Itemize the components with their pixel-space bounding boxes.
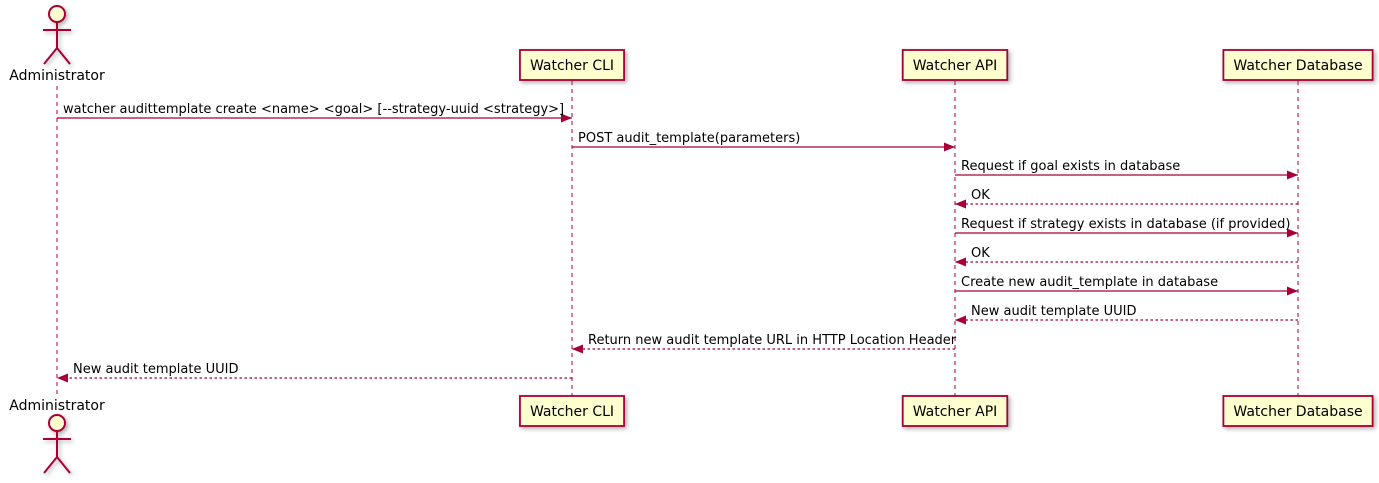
participant-label-watcher-cli-top: Watcher CLI [530,58,614,74]
actor-leg-right [56,47,71,65]
message-label-9: New audit template UUID [73,362,238,377]
message-label-7: New audit template UUID [971,304,1136,319]
actor-head [48,5,66,23]
participant-box-watcher-cli-top [519,49,625,81]
message-arrowhead-1 [944,142,955,152]
participant-box-watcher-database-top [1222,49,1374,81]
message-label-2: Request if goal exists in database [961,159,1180,174]
message-arrowhead-6 [1287,286,1298,296]
message-label-6: Create new audit_template in database [961,275,1218,290]
participant-box-watcher-cli-bottom [519,395,625,427]
actor-leg-left [43,456,58,474]
actor-label-bottom: Administrator [9,398,105,414]
message-arrowhead-4 [1287,228,1298,238]
actor-figure-bottom [43,414,71,474]
message-arrowhead-0 [561,113,572,123]
actor-leg-right [56,456,71,474]
message-arrowhead-7 [955,315,966,325]
message-label-8: Return new audit template URL in HTTP Lo… [588,333,957,348]
participant-label-watcher-api-top: Watcher API [913,58,998,74]
participant-label-watcher-api-bottom: Watcher API [913,404,998,420]
message-arrowhead-5 [955,257,966,267]
message-label-5: OK [971,246,990,261]
message-label-0: watcher audittemplate create <name> <goa… [63,102,564,117]
message-arrowhead-9 [57,373,68,383]
message-label-4: Request if strategy exists in database (… [961,217,1290,232]
participant-box-watcher-database-bottom [1222,395,1374,427]
actor-head [48,414,66,432]
message-label-3: OK [971,188,990,203]
actor-label-top: Administrator [9,68,105,84]
message-label-1: POST audit_template(parameters) [578,131,800,146]
actor-figure-top [43,5,71,65]
participant-box-watcher-api-top [901,49,1009,81]
message-arrowhead-3 [955,199,966,209]
message-arrowhead-8 [572,344,583,354]
participant-label-watcher-database-top: Watcher Database [1233,58,1362,74]
actor-leg-left [43,47,58,65]
participant-box-watcher-api-bottom [901,395,1009,427]
participant-label-watcher-database-bottom: Watcher Database [1233,404,1362,420]
participant-label-watcher-cli-bottom: Watcher CLI [530,404,614,420]
message-arrowhead-2 [1287,170,1298,180]
